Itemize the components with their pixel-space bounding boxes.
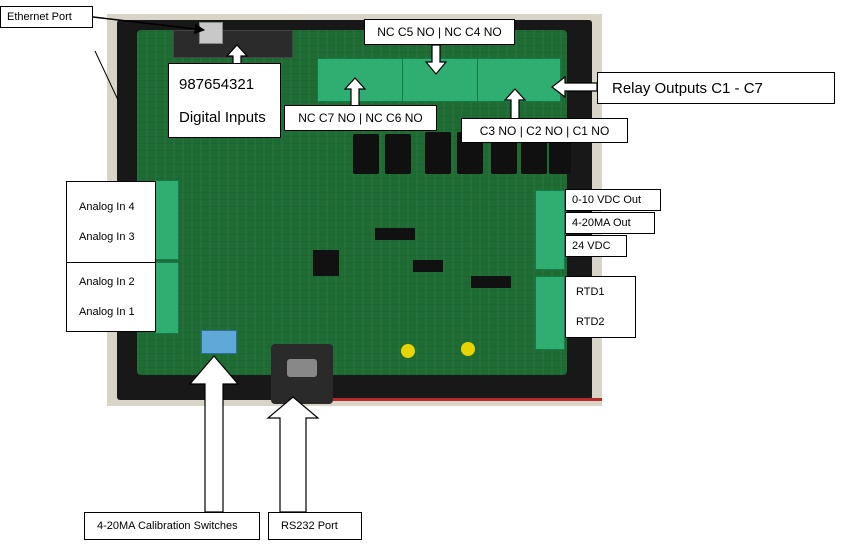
- analog-in-4-text: Analog In 4: [79, 201, 135, 213]
- rtd2-text: RTD2: [576, 316, 605, 328]
- vdc-out-label: 0-10 VDC Out: [565, 189, 661, 211]
- red-wire: [333, 398, 602, 401]
- capacitor: [401, 344, 415, 358]
- analog-in-2-1-label: Analog In 2 Analog In 1: [66, 262, 156, 332]
- c3-c2-c1-label: C3 NO | C2 NO | C1 NO: [461, 118, 628, 143]
- output-terminal: [535, 190, 565, 270]
- ma-out-label: 4-20MA Out: [565, 212, 655, 234]
- relay-terminal-c7-c6: [317, 58, 409, 102]
- relay: [353, 134, 379, 174]
- rtd-label: RTD1 RTD2: [565, 276, 636, 338]
- ic-chip: [413, 260, 443, 272]
- rs232-port-text: RS232 Port: [281, 520, 338, 532]
- analog-in-2-text: Analog In 2: [79, 276, 135, 288]
- calibration-switches-label: 4-20MA Calibration Switches: [84, 512, 260, 540]
- vdc-24-label: 24 VDC: [565, 235, 627, 257]
- microcontroller-chip: [313, 250, 339, 276]
- ethernet-port-text: Ethernet Port: [7, 11, 72, 23]
- rtd1-text: RTD1: [576, 286, 605, 298]
- rs232-port-label: RS232 Port: [268, 512, 362, 540]
- ic-chip: [471, 276, 511, 288]
- relay-outputs-arrow: [551, 75, 598, 99]
- nc-c5-c4-label: NC C5 NO | NC C4 NO: [364, 19, 515, 45]
- rs232-arrow: [266, 396, 320, 513]
- nc-c7-c6-arrow: [343, 77, 367, 108]
- ethernet-port-label: Ethernet Port: [0, 6, 93, 28]
- relay-outputs-label: Relay Outputs C1 - C7: [597, 72, 835, 104]
- digital-inputs-label: 987654321 Digital Inputs: [168, 63, 281, 138]
- c3-c2-c1-text: C3 NO | C2 NO | C1 NO: [479, 123, 610, 138]
- c3-c1-arrow: [503, 88, 527, 121]
- analog-terminal-upper: [155, 180, 179, 260]
- relay: [425, 132, 451, 174]
- ma-out-text: 4-20MA Out: [572, 217, 631, 229]
- calibration-switches-text: 4-20MA Calibration Switches: [97, 520, 238, 532]
- ic-chip: [375, 228, 415, 240]
- relay: [385, 134, 411, 174]
- nc-c5-c4-arrow: [424, 44, 448, 75]
- vdc-24-text: 24 VDC: [572, 240, 611, 252]
- nc-c7-c6-text: NC C7 NO | NC C6 NO: [298, 111, 423, 125]
- relay-outputs-text: Relay Outputs C1 - C7: [612, 79, 763, 97]
- rs232-shell: [287, 359, 317, 377]
- calibration-switch-block: [201, 330, 237, 354]
- analog-in-4-3-label: Analog In 4 Analog In 3: [66, 181, 156, 263]
- ethernet-leader-line: [92, 16, 206, 35]
- nc-c7-c6-label: NC C7 NO | NC C6 NO: [284, 105, 437, 131]
- nc-c5-c4-text: NC C5 NO | NC C4 NO: [377, 25, 502, 39]
- leader-line: [94, 50, 119, 101]
- digital-input-numbers: 987654321: [179, 75, 255, 93]
- vdc-out-text: 0-10 VDC Out: [572, 194, 642, 206]
- analog-in-1-text: Analog In 1: [79, 306, 135, 318]
- digital-inputs-text: Digital Inputs: [179, 108, 266, 126]
- analog-in-3-text: Analog In 3: [79, 231, 135, 243]
- calibration-switches-arrow: [188, 355, 240, 513]
- capacitor: [461, 342, 475, 356]
- rtd-terminal: [535, 276, 565, 350]
